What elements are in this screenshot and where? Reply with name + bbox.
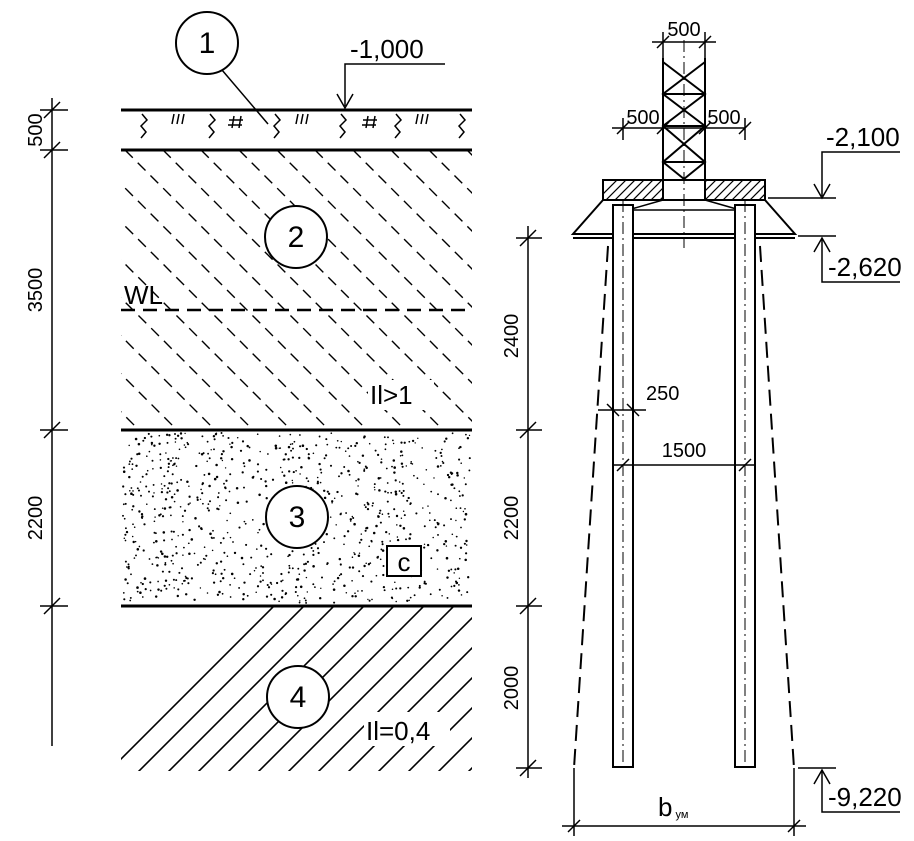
right-offset-value: 500	[707, 107, 740, 129]
pile-foundation: 500 500 500 -2,100 -2,620	[501, 19, 902, 836]
sand-symbol-box	[386, 545, 422, 577]
pile-length-dimension	[516, 226, 542, 778]
layer-3-number: 3	[289, 501, 306, 534]
layer-3-marker: 3	[265, 485, 329, 549]
layer-3-thickness: 2200	[25, 496, 47, 541]
left-thickness-dimension	[40, 98, 68, 746]
layer-2-thickness: 3500	[25, 268, 47, 313]
pile-segment-2-length: 2200	[501, 496, 523, 541]
conventional-foundation-left-edge	[573, 245, 609, 769]
pile-left	[612, 200, 634, 772]
layer-1-number: 1	[199, 27, 216, 60]
pile-segment-3-length: 2000	[501, 666, 523, 711]
pile-right	[734, 200, 756, 772]
layer-4-marker: 4	[266, 665, 330, 729]
pile-tip-elevation-marker	[798, 767, 900, 813]
layer-2-property: Il>1	[370, 380, 413, 410]
pile-spacing-dimension	[614, 458, 754, 472]
layer-4-number: 4	[290, 681, 307, 714]
pile-tip-elevation-value: -9,220	[828, 782, 902, 812]
footing-bottom-elevation-value: -2,620	[828, 252, 902, 282]
pile-diameter-dimension	[598, 403, 646, 417]
footing-bottom-elevation-marker	[798, 235, 900, 283]
left-offset-value: 500	[626, 107, 659, 129]
footing-top-elevation-marker	[768, 151, 900, 200]
pile-segment-1-length: 2400	[501, 314, 523, 359]
pile-diameter-value: 250	[646, 383, 679, 405]
water-level-label: WL	[124, 280, 163, 310]
layer-1-leader	[221, 69, 269, 125]
column-width-value: 500	[667, 19, 700, 41]
offset-dimension	[612, 118, 752, 140]
loam-solid-hatch	[121, 606, 472, 771]
pile-cap-footing	[570, 179, 798, 239]
layer-2-marker: 2	[264, 205, 328, 269]
layer-4-property: Il=0,4	[366, 716, 430, 746]
soil-profile: WL 1 2 3 4 Il>1 c Il=0,4	[25, 11, 472, 771]
conventional-foundation-right-edge	[759, 245, 795, 769]
layer-1-marker: 1	[175, 11, 269, 125]
layer-1-thickness: 500	[25, 113, 47, 146]
column-width-dimension	[652, 32, 716, 58]
footing-top-elevation-value: -2,100	[826, 122, 900, 152]
conventional-width-dimension	[562, 768, 806, 836]
ground-elevation-marker	[336, 63, 445, 110]
ground-elevation-value: -1,000	[350, 34, 424, 64]
layer-3-symbol: c	[398, 547, 411, 577]
layer-2-number: 2	[288, 221, 305, 254]
topsoil-vegetation-hatch	[139, 113, 467, 139]
pile-spacing-value: 1500	[662, 440, 707, 462]
conventional-width-subscript: ум	[675, 809, 688, 821]
